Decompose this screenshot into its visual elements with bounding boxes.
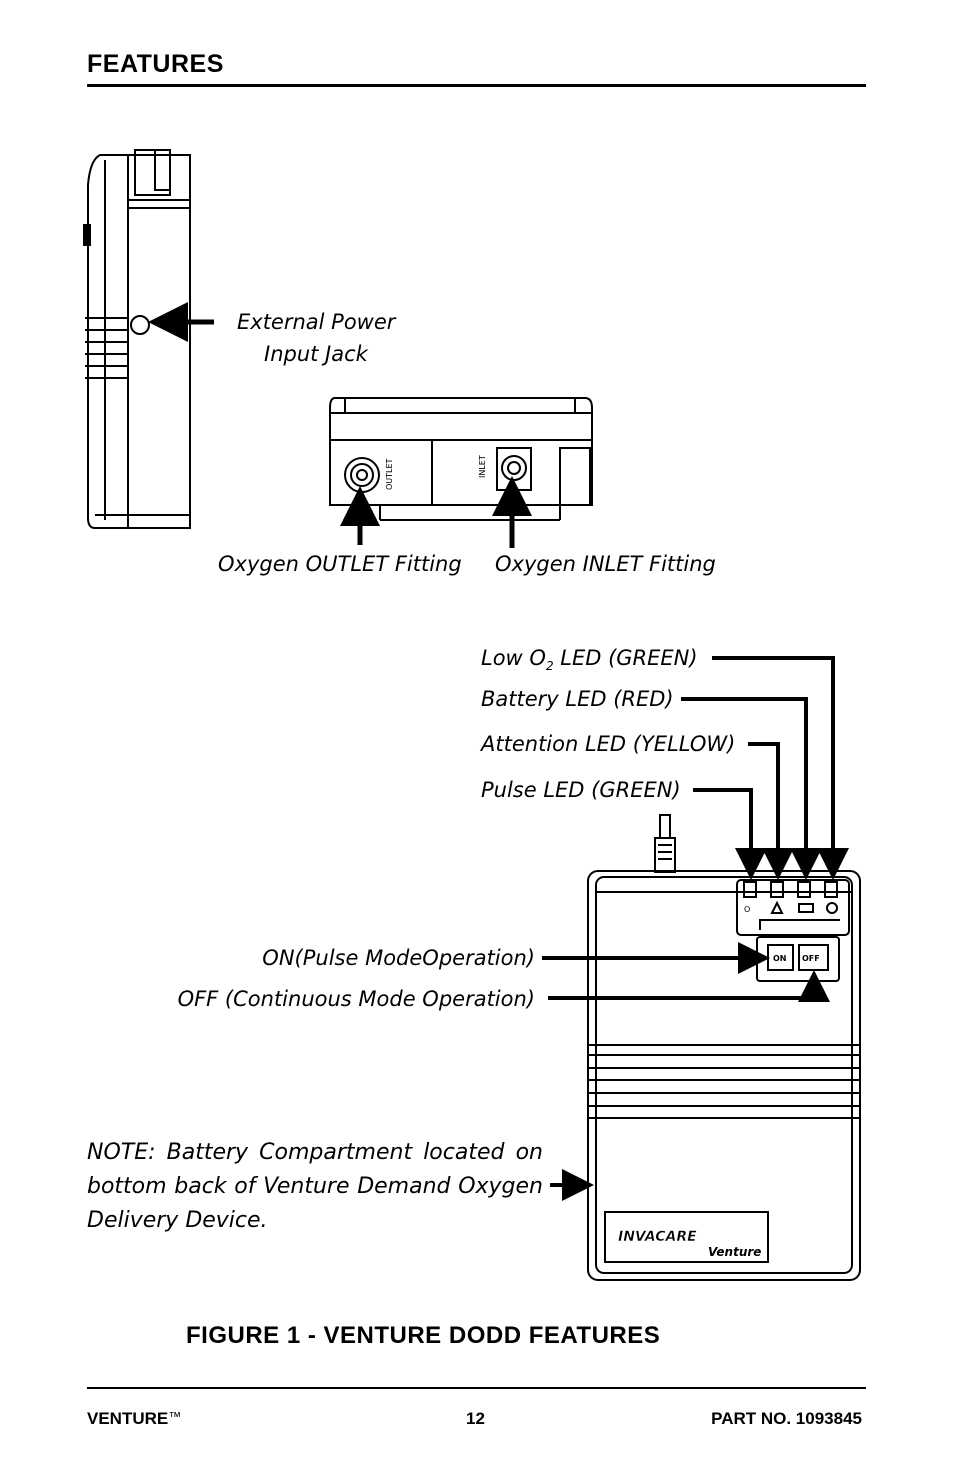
external-power-label: External Power [237,310,396,334]
on-mode-label: ON(Pulse ModeOperation) [262,946,535,970]
figure-caption: FIGURE 1 - VENTURE DODD FEATURES [186,1322,661,1349]
device-side-view [83,149,191,529]
model-logo-text: Venture [708,1245,761,1259]
battery-leader [681,697,822,880]
pulse-led-label: Pulse LED (GREEN) [481,778,681,802]
attention-leader [748,742,794,880]
footer-product: VENTURE™ [87,1409,181,1429]
device-top-view [329,397,593,521]
footer-product-name: VENTURE [87,1409,169,1428]
footer-rule [87,1387,866,1389]
o2-symbol: O [744,905,750,914]
inlet-text: INLET [478,455,487,478]
low-o2-prefix: Low O [481,646,546,670]
low-o2-led-label: Low O2 LED (GREEN) [481,646,698,673]
part-number: PART NO. 1093845 [711,1409,862,1428]
low-o2-suffix: LED (GREEN) [553,646,698,670]
on-button-label: ON [773,954,787,963]
page-title: FEATURES [87,50,224,78]
trademark-symbol: ™ [168,1409,182,1424]
header-rule [87,84,866,87]
input-jack-label: Input Jack [264,342,368,366]
figure-drawing: OUTLET INLET O ON OFF INVACARE V [83,149,861,1281]
inlet-fitting-label: Oxygen INLET Fitting [495,552,716,576]
device-front-view [587,814,861,1281]
off-leader [548,970,830,1002]
outlet-fitting-label: Oxygen OUTLET Fitting [218,552,462,576]
pulse-leader [693,788,767,880]
off-mode-label: OFF (Continuous Mode Operation) [177,987,535,1011]
brand-logo-text: INVACARE [618,1229,697,1245]
low-o2-subscript: 2 [545,659,554,674]
battery-note: NOTE: Battery Compartment located on bot… [87,1140,543,1233]
low-o2-leader [712,656,849,880]
outlet-text: OUTLET [385,458,394,490]
battery-led-label: Battery LED (RED) [481,687,674,711]
off-button-label: OFF [802,954,820,963]
attention-led-label: Attention LED (YELLOW) [481,732,736,756]
page-number: 12 [466,1409,485,1428]
